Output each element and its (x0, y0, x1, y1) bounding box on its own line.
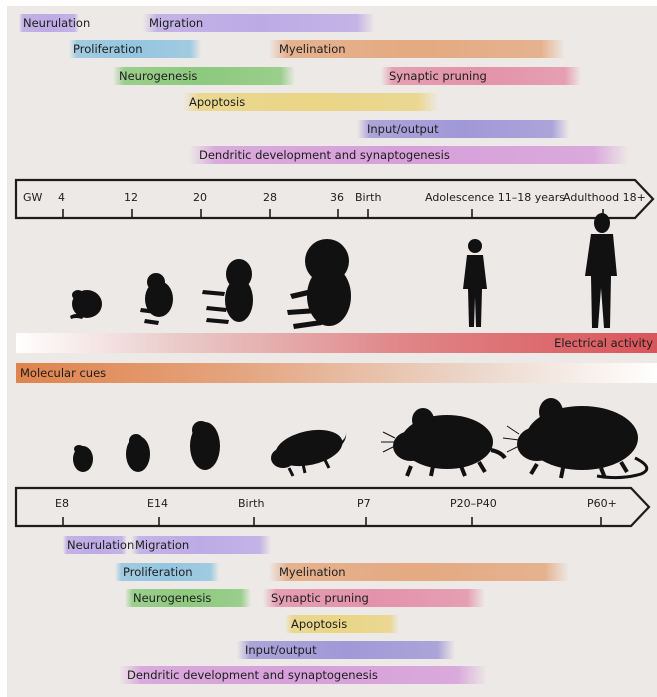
diagram-canvas: Neurulation Migration Proliferation Myel… (7, 6, 657, 697)
mouse-bar-myelination: Myelination (269, 563, 569, 581)
timeline-tick-label: 12 (124, 191, 138, 204)
timeline-tick-label: E14 (147, 497, 168, 510)
human-silhouettes (70, 213, 617, 329)
timeline-tick-label: Adolescence 11–18 years (425, 191, 565, 204)
timeline-tick-label: P60+ (587, 497, 617, 510)
electrical-activity-bar: Electrical activity (16, 333, 657, 353)
mouse-bar-synaptic-pruning: Synaptic pruning (263, 589, 485, 607)
mouse-bar-neurulation: Neurulation (63, 536, 127, 554)
timeline-tick-label: 20 (193, 191, 207, 204)
juvenile-mouse-icon (381, 408, 505, 476)
timeline-tick-label: Birth (238, 497, 264, 510)
mouse-bar-input-output: Input/output (237, 641, 455, 659)
timeline-tick-label: Birth (355, 191, 381, 204)
pup-icon (271, 424, 346, 476)
adult-icon (585, 213, 617, 328)
timeline-tick-label: 36 (330, 191, 344, 204)
molecular-cues-bar: Molecular cues (16, 363, 657, 383)
mouse-bar-neurogenesis: Neurogenesis (125, 589, 251, 607)
mouse-bar-dendritic-development: Dendritic development and synaptogenesis (119, 666, 487, 684)
electrical-activity-label: Electrical activity (554, 336, 653, 350)
timeline-tick-label: P7 (357, 497, 371, 510)
adult-mouse-icon (503, 398, 647, 478)
fetus-icon (202, 259, 253, 324)
embryo-icon (190, 421, 220, 470)
mouse-bar-apoptosis: Apoptosis (285, 615, 399, 633)
mouse-bar-migration: Migration (131, 536, 271, 554)
timeline-tick-label: 28 (263, 191, 277, 204)
timeline-tick-label: E8 (55, 497, 69, 510)
timeline-tick-label: P20–P40 (450, 497, 497, 510)
adolescent-icon (463, 239, 487, 327)
mouse-bar-proliferation: Proliferation (115, 563, 219, 581)
embryo-icon (126, 434, 150, 472)
timeline-start-label: GW (23, 191, 42, 204)
embryo-icon (70, 290, 102, 319)
mouse-silhouettes (73, 398, 647, 478)
timeline-tick-label: 4 (58, 191, 65, 204)
embryo-icon (73, 445, 93, 472)
mouse-timeline-arrow (16, 488, 649, 526)
timeline-tick-label: Adulthood 18+ (563, 191, 646, 204)
fetus-icon (287, 239, 351, 329)
embryo-icon (140, 273, 173, 325)
molecular-cues-label: Molecular cues (20, 366, 106, 380)
